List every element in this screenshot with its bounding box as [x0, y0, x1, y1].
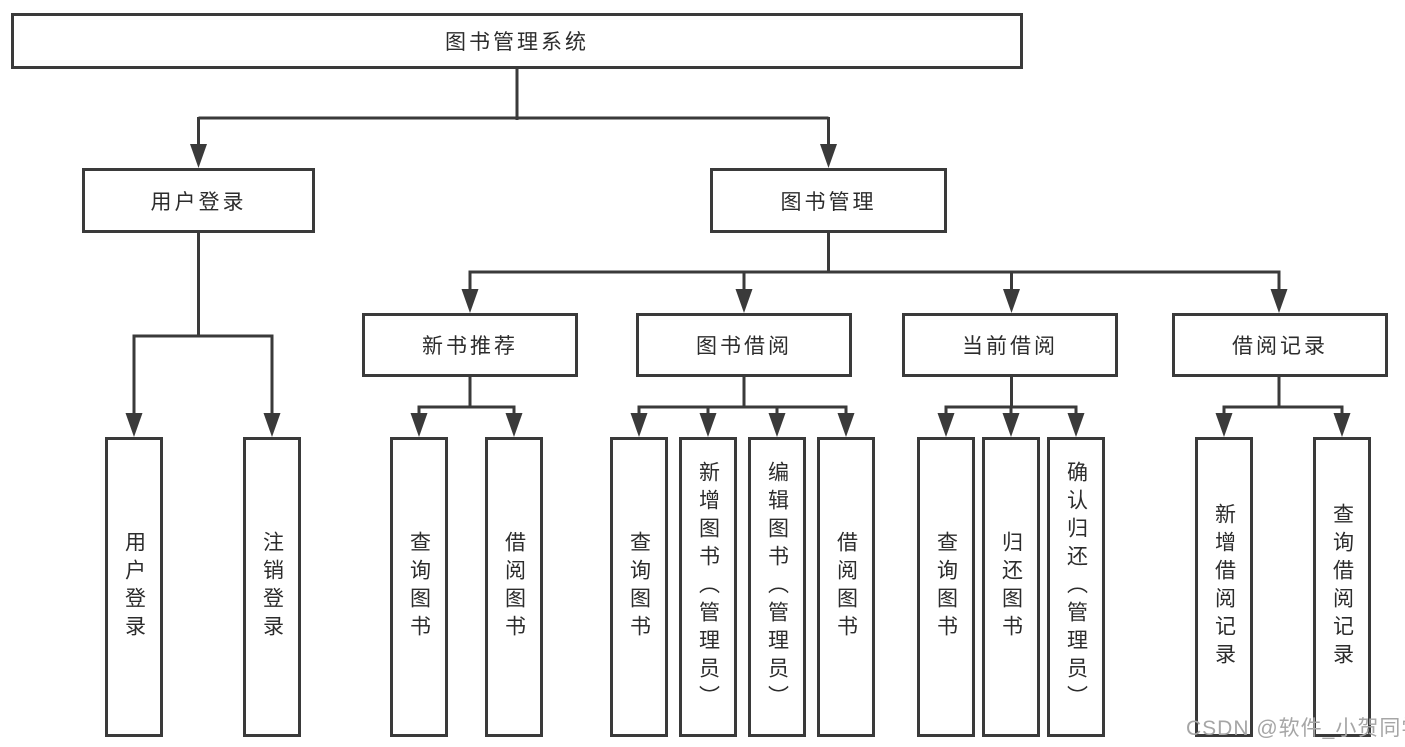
node-label: 图书借阅 — [696, 335, 792, 358]
node-book-management: 图书管理 — [710, 168, 947, 233]
node-label: 确认归还（管理员） — [1064, 461, 1088, 713]
arrowheads — [125, 144, 1351, 437]
node-label: 查询图书 — [627, 531, 651, 643]
leaf-user-login: 用户登录 — [105, 437, 163, 737]
node-label: 新书推荐 — [422, 335, 518, 358]
leaf-query-books-current: 查询图书 — [917, 437, 975, 737]
leaf-logout: 注销登录 — [243, 437, 301, 737]
tree-connector-path — [132, 69, 1344, 418]
arrow-icon — [820, 144, 837, 168]
csdn-watermark: CSDN @软件_小贺同学 — [1186, 717, 1405, 740]
node-label: 归还图书 — [999, 531, 1023, 643]
node-label: 查询借阅记录 — [1330, 503, 1354, 671]
arrow-icon — [1270, 289, 1288, 313]
node-label: 注销登录 — [260, 531, 284, 643]
arrow-icon — [837, 413, 855, 437]
arrow-icon — [1333, 413, 1351, 437]
arrow-icon — [699, 413, 717, 437]
node-label: 编辑图书（管理员） — [765, 461, 789, 713]
arrow-icon — [505, 413, 523, 437]
arrow-icon — [630, 413, 648, 437]
leaf-confirm-return-admin: 确认归还（管理员） — [1047, 437, 1105, 737]
arrow-icon — [1003, 289, 1020, 313]
node-label: 查询图书 — [934, 531, 958, 643]
node-library-system: 图书管理系统 — [11, 13, 1023, 69]
node-label: 借阅图书 — [834, 531, 858, 643]
arrow-icon — [1067, 413, 1085, 437]
node-user-login: 用户登录 — [82, 168, 315, 233]
node-label: 用户登录 — [150, 190, 247, 214]
leaf-query-borrow-record: 查询借阅记录 — [1313, 437, 1371, 737]
arrow-icon — [461, 289, 479, 313]
arrow-icon — [190, 144, 207, 168]
node-label: 借阅图书 — [502, 531, 526, 643]
arrow-icon — [125, 413, 143, 437]
node-label: 借阅记录 — [1232, 335, 1328, 358]
node-borrowing-records: 借阅记录 — [1172, 313, 1388, 377]
arrow-icon — [410, 413, 428, 437]
leaf-add-borrow-record: 新增借阅记录 — [1195, 437, 1253, 737]
node-current-borrowing: 当前借阅 — [902, 313, 1118, 377]
leaf-query-books-recommend: 查询图书 — [390, 437, 448, 737]
leaf-query-books-borrowing: 查询图书 — [610, 437, 668, 737]
arrow-icon — [1002, 413, 1020, 437]
node-label: 新增借阅记录 — [1212, 503, 1236, 671]
leaf-add-books-admin: 新增图书（管理员） — [679, 437, 737, 737]
leaf-borrow-books-borrowing: 借阅图书 — [817, 437, 875, 737]
arrow-icon — [937, 413, 955, 437]
node-label: 图书管理 — [780, 190, 877, 214]
leaf-return-books: 归还图书 — [982, 437, 1040, 737]
arrow-icon — [263, 413, 281, 437]
leaf-borrow-books-recommend: 借阅图书 — [485, 437, 543, 737]
node-label: 用户登录 — [122, 531, 146, 643]
arrow-icon — [735, 289, 753, 313]
node-new-book-recommendation: 新书推荐 — [362, 313, 578, 377]
node-label: 图书管理系统 — [445, 31, 589, 54]
leaf-edit-books-admin: 编辑图书（管理员） — [748, 437, 806, 737]
node-label: 当前借阅 — [962, 335, 1058, 358]
arrow-icon — [768, 413, 786, 437]
node-label: 新增图书（管理员） — [696, 461, 720, 713]
arrow-icon — [1215, 413, 1233, 437]
node-label: 查询图书 — [407, 531, 431, 643]
node-book-borrowing: 图书借阅 — [636, 313, 852, 377]
